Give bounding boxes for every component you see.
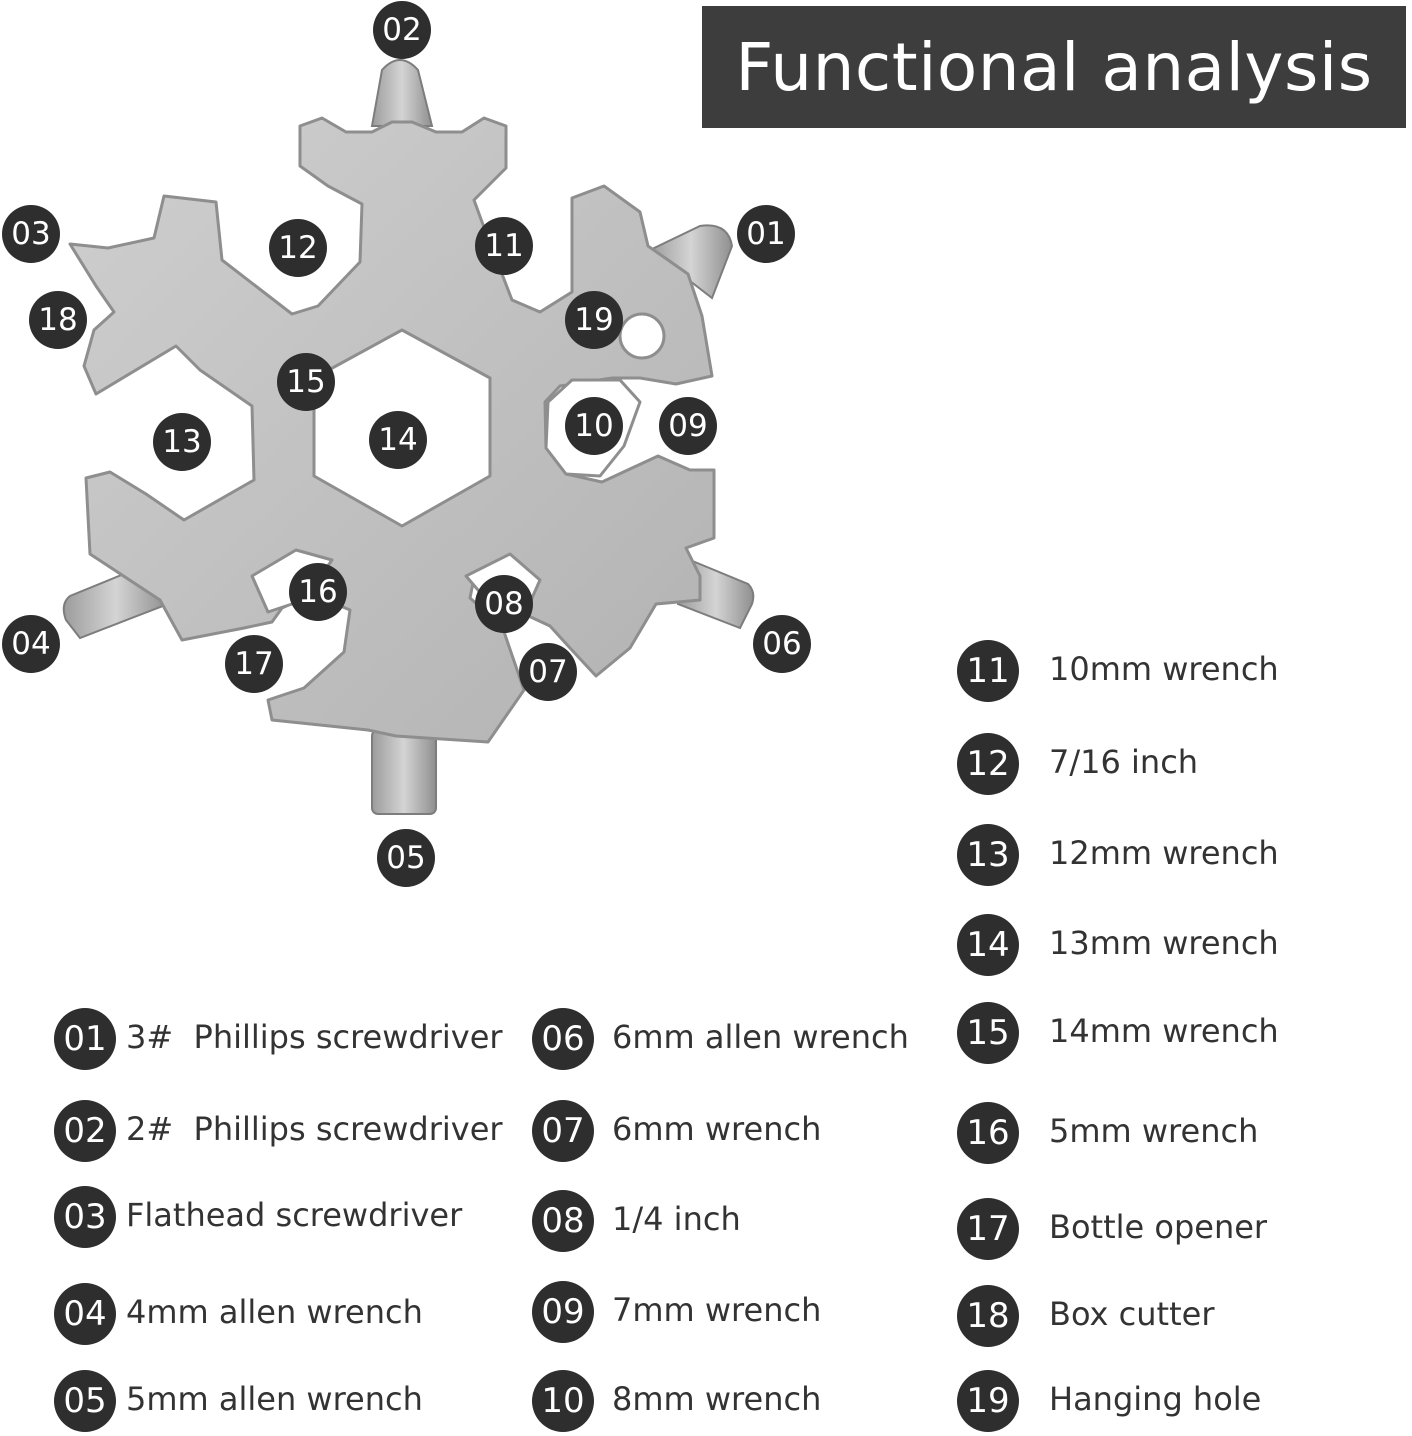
marker-badge-05: 05 [377, 829, 435, 887]
snowflake-multitool-illustration [62, 59, 755, 815]
legend-badge: 01 [54, 1008, 116, 1070]
legend-label: 14mm wrench [1049, 1012, 1279, 1050]
marker-badge-10: 10 [565, 397, 623, 455]
page-title: Functional analysis [702, 6, 1406, 128]
legend-badge: 10 [532, 1370, 594, 1432]
legend-label: Flathead screwdriver [126, 1196, 463, 1234]
marker-badge-16: 16 [289, 563, 347, 621]
legend-label: 4mm allen wrench [126, 1293, 423, 1331]
legend-label: 12mm wrench [1049, 834, 1279, 872]
legend-label: 13mm wrench [1049, 924, 1279, 962]
legend-badge: 06 [532, 1008, 594, 1070]
legend-label: 6mm wrench [612, 1110, 822, 1148]
marker-badge-09: 09 [659, 397, 717, 455]
legend-label: 5mm allen wrench [126, 1380, 423, 1418]
legend-badge: 17 [957, 1198, 1019, 1260]
legend-label: 2# Phillips screwdriver [126, 1110, 503, 1148]
marker-badge-18: 18 [29, 291, 87, 349]
marker-badge-13: 13 [153, 413, 211, 471]
legend-label: 8mm wrench [612, 1380, 822, 1418]
legend-badge: 04 [54, 1283, 116, 1345]
marker-badge-06: 06 [753, 615, 811, 673]
marker-badge-12: 12 [269, 219, 327, 277]
legend-label: 3# Phillips screwdriver [126, 1018, 503, 1056]
legend-badge: 08 [532, 1190, 594, 1252]
phillips-bit-right [648, 224, 734, 300]
marker-badge-19: 19 [565, 291, 623, 349]
legend-badge: 16 [957, 1102, 1019, 1164]
legend-badge: 19 [957, 1370, 1019, 1432]
legend-label: 10mm wrench [1049, 650, 1279, 688]
marker-badge-15: 15 [277, 353, 335, 411]
marker-badge-08: 08 [475, 575, 533, 633]
legend-badge: 12 [957, 733, 1019, 795]
legend-label: 7/16 inch [1049, 743, 1199, 781]
legend-label: 5mm wrench [1049, 1112, 1259, 1150]
marker-badge-03: 03 [2, 205, 60, 263]
legend-badge: 18 [957, 1285, 1019, 1347]
marker-badge-04: 04 [2, 615, 60, 673]
hanging-hole [618, 312, 666, 360]
marker-badge-01: 01 [737, 205, 795, 263]
legend-label: Hanging hole [1049, 1380, 1262, 1418]
legend-label: Bottle opener [1049, 1208, 1268, 1246]
legend-badge: 09 [532, 1281, 594, 1343]
marker-badge-11: 11 [475, 217, 533, 275]
legend-badge: 13 [957, 824, 1019, 886]
legend-label: 6mm allen wrench [612, 1018, 909, 1056]
phillips-bit-top [370, 59, 434, 127]
legend-badge: 11 [957, 640, 1019, 702]
legend-badge: 03 [54, 1186, 116, 1248]
legend-label: 1/4 inch [612, 1200, 741, 1238]
marker-badge-07: 07 [519, 643, 577, 701]
legend-badge: 02 [54, 1100, 116, 1162]
legend-label: 7mm wrench [612, 1291, 822, 1329]
marker-badge-14: 14 [369, 411, 427, 469]
legend-badge: 14 [957, 914, 1019, 976]
allen-bit-bottom [371, 729, 437, 815]
marker-badge-17: 17 [225, 635, 283, 693]
legend-badge: 07 [532, 1100, 594, 1162]
legend-badge: 15 [957, 1002, 1019, 1064]
legend-label: Box cutter [1049, 1295, 1215, 1333]
legend-badge: 05 [54, 1370, 116, 1432]
marker-badge-02: 02 [373, 1, 431, 59]
